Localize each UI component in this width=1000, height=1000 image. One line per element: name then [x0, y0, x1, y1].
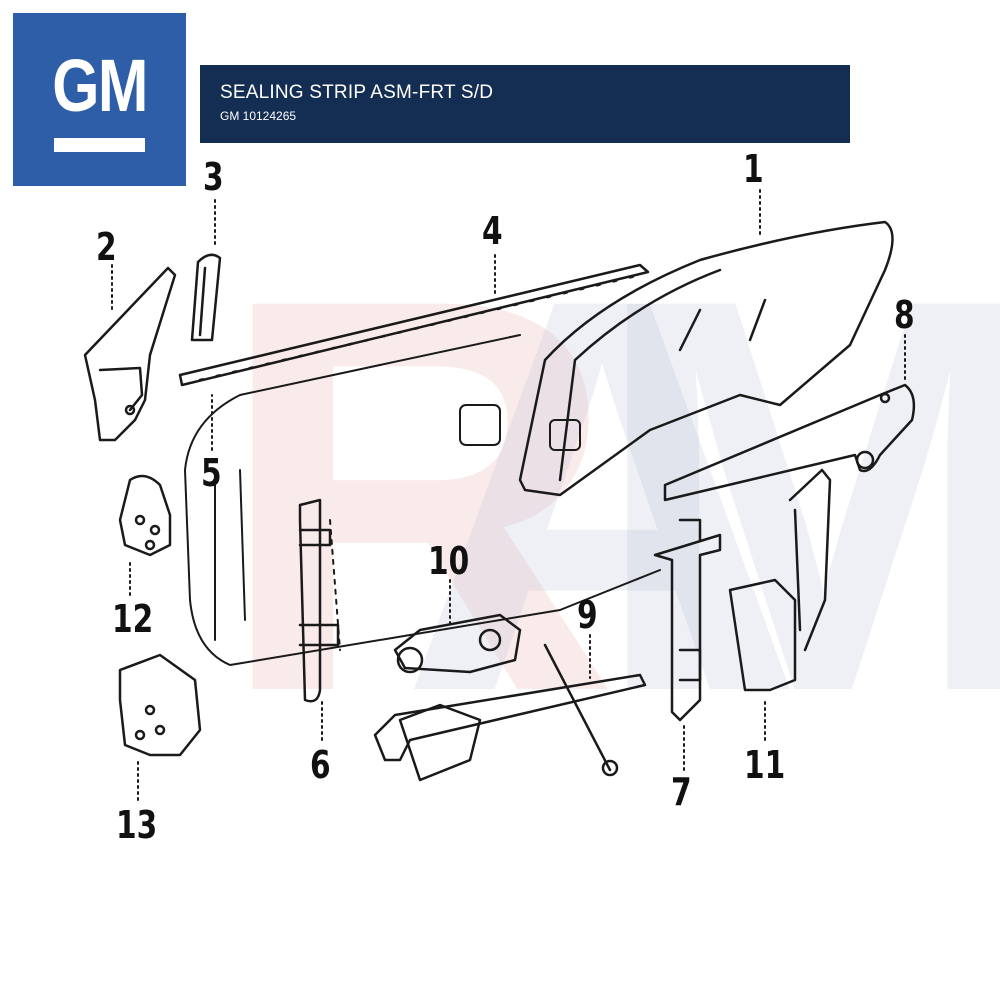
- part-10-gear: [393, 613, 522, 674]
- title-banner: SEALING STRIP ASM-FRT S/D GM 10124265: [200, 65, 850, 143]
- door-shell: [184, 334, 661, 666]
- logo-text: GM: [52, 44, 148, 127]
- part-12-hinge: [118, 474, 172, 557]
- part-1-door-glass: [518, 220, 894, 497]
- callout-6: 6: [310, 743, 331, 787]
- leader-lines: [111, 189, 906, 801]
- callout-4: 4: [482, 209, 503, 253]
- part-8-rail: [663, 383, 916, 502]
- callout-11: 11: [744, 743, 786, 787]
- callout-3: 3: [203, 155, 224, 199]
- part-number: GM 10124265: [220, 109, 297, 123]
- part-13-hinge: [118, 653, 202, 757]
- callout-12: 12: [112, 597, 154, 641]
- callout-8: 8: [894, 293, 915, 337]
- gm-logo: GM: [13, 13, 186, 186]
- callout-1: 1: [743, 147, 764, 191]
- callout-9: 9: [577, 593, 598, 637]
- part-4-sealing-strip: [178, 263, 650, 387]
- part-title: SEALING STRIP ASM-FRT S/D: [220, 82, 494, 103]
- part-9-regulator: [373, 643, 647, 782]
- part-11-lock: [728, 468, 832, 692]
- callout-10: 10: [428, 539, 470, 583]
- part-2-vent-frame: [83, 266, 177, 442]
- callout-7: 7: [671, 770, 692, 814]
- part-6-run-channel: [298, 498, 340, 703]
- callout-2: 2: [96, 225, 117, 269]
- part-7-guide: [653, 518, 722, 722]
- logo-underline: [54, 138, 145, 152]
- callout-13: 13: [116, 803, 158, 847]
- part-3-channel: [190, 253, 222, 342]
- callout-5: 5: [201, 451, 222, 495]
